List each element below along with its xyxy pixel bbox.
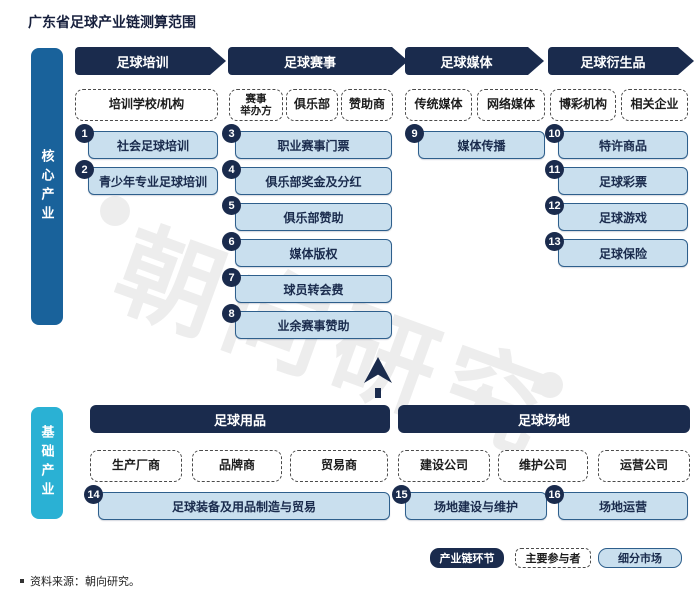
segment-football-lottery: 足球彩票 (558, 167, 688, 195)
legend-main-participant: 主要参与者 (515, 548, 591, 568)
segment-equipment-manufacturing: 足球装备及用品制造与贸易 (98, 492, 390, 520)
segment-number-badge: 3 (222, 124, 241, 143)
participant-operating-company: 运营公司 (598, 450, 690, 482)
segment-number-badge: 10 (545, 124, 564, 143)
segment-media-rights: 媒体版权 (235, 239, 392, 267)
segment-number-badge: 1 (75, 124, 94, 143)
header-football-goods: 足球用品 (90, 405, 390, 433)
segment-venue-operation: 场地运营 (558, 492, 688, 520)
legend-chain-link: 产业链环节 (430, 548, 504, 568)
segment-venue-construction: 场地建设与维护 (405, 492, 547, 520)
segment-event-tickets: 职业赛事门票 (235, 131, 392, 159)
segment-football-insurance: 足球保险 (558, 239, 688, 267)
segment-number-badge: 16 (545, 485, 564, 504)
header-football-events: 足球赛事 (228, 47, 408, 75)
header-football-media: 足球媒体 (405, 47, 544, 75)
watermark-dot (100, 196, 130, 226)
segment-social-training: 社会足球培训 (88, 131, 218, 159)
segment-amateur-sponsorship: 业余赛事赞助 (235, 311, 392, 339)
participant-construction-company: 建设公司 (398, 450, 490, 482)
segment-number-badge: 13 (545, 232, 564, 251)
page-title: 广东省足球产业链测算范围 (28, 14, 196, 30)
participant-related-company: 相关企业 (621, 89, 688, 121)
base-industry-band: 基础产业 (31, 407, 63, 519)
participant-event-organizer: 赛事 举办方 (229, 89, 283, 121)
segment-number-badge: 15 (392, 485, 411, 504)
segment-number-badge: 12 (545, 196, 564, 215)
participant-trader: 贸易商 (290, 450, 388, 482)
core-industry-band: 核心产业 (31, 48, 63, 325)
segment-number-badge: 14 (84, 485, 103, 504)
segment-number-badge: 5 (222, 196, 241, 215)
watermark-dot (537, 372, 563, 398)
segment-football-games: 足球游戏 (558, 203, 688, 231)
participant-sponsor: 赞助商 (341, 89, 393, 121)
participant-maintenance-company: 维护公司 (498, 450, 588, 482)
segment-media-broadcast: 媒体传播 (418, 131, 545, 159)
watermark-dot (476, 386, 492, 402)
participant-online-media: 网络媒体 (477, 89, 545, 121)
source-note: 资料来源：朝向研究。 (20, 573, 140, 589)
segment-number-badge: 6 (222, 232, 241, 251)
segment-number-badge: 7 (222, 268, 241, 287)
source-text: 资料来源：朝向研究。 (30, 576, 140, 588)
segment-transfer-fees: 球员转会费 (235, 275, 392, 303)
participant-lottery-agency: 博彩机构 (550, 89, 616, 121)
segment-number-badge: 8 (222, 304, 241, 323)
participant-traditional-media: 传统媒体 (405, 89, 472, 121)
core-band-label: 核心产业 (39, 148, 55, 225)
header-football-venues: 足球场地 (398, 405, 690, 433)
participant-training-school: 培训学校/机构 (75, 89, 218, 121)
base-band-label: 基础产业 (39, 425, 55, 501)
flow-up-arrow-dash (375, 388, 381, 398)
segment-number-badge: 2 (75, 160, 94, 179)
segment-number-badge: 9 (405, 124, 424, 143)
segment-number-badge: 4 (222, 160, 241, 179)
legend-sub-market: 细分市场 (598, 548, 682, 568)
source-bullet (20, 579, 24, 583)
segment-number-badge: 11 (545, 160, 564, 179)
header-football-derivatives: 足球衍生品 (548, 47, 694, 75)
segment-licensed-goods: 特许商品 (558, 131, 688, 159)
segment-club-sponsorship: 俱乐部赞助 (235, 203, 392, 231)
segment-club-bonus: 俱乐部奖金及分红 (235, 167, 392, 195)
participant-brand: 品牌商 (192, 450, 282, 482)
participant-club: 俱乐部 (286, 89, 338, 121)
segment-youth-training: 青少年专业足球培训 (88, 167, 218, 195)
header-football-training: 足球培训 (75, 47, 226, 75)
participant-manufacturer: 生产厂商 (90, 450, 182, 482)
